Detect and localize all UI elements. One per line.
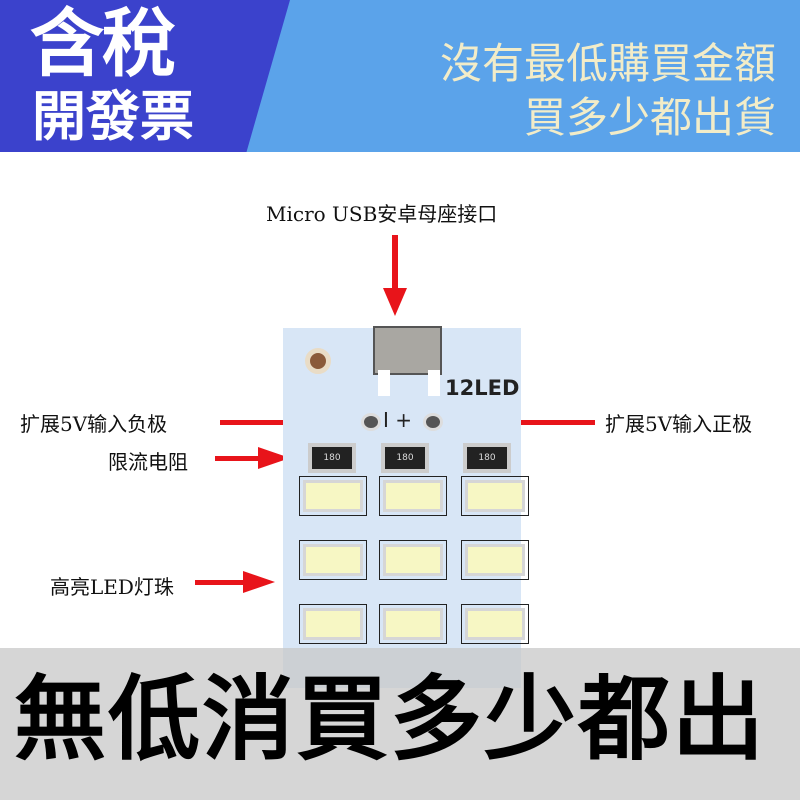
resistor: 180 [381,443,429,473]
watermark-band [0,648,800,800]
watermark-text: 無低消買多少都出 [14,666,767,773]
arrow-usb [392,235,398,290]
micro-usb-connector [373,326,442,375]
banner-dark-panel [0,0,290,152]
arrow-usb-head [383,288,407,316]
arrow-positive [480,420,595,425]
resistor: 180 [308,443,356,473]
arrow-resistor-head [258,447,290,469]
label-resistor: 限流电阻 [108,450,188,474]
promo-banner: 含稅 開發票 沒有最低購買金額 買多少都出貨 [0,0,800,152]
board-marking: 12LED [445,376,520,400]
mounting-hole [305,348,331,374]
banner-ship-text: 買多少都出貨 [523,93,776,142]
led [461,476,529,516]
led [299,604,367,644]
led [299,476,367,516]
led-board: 12LED I + 180 180 180 [283,326,529,688]
banner-invoice-title: 開發票 [32,85,194,148]
arrow-resistor [215,456,260,461]
banner-tax-title: 含稅 [30,1,176,87]
led [379,540,447,580]
resistor: 180 [463,443,511,473]
led [461,604,529,644]
arrow-led [195,580,245,585]
label-negative: 扩展5V输入负极 [20,412,168,436]
polarity-marking: I + [383,408,413,432]
negative-pad [361,413,381,431]
label-usb: Micro USB安卓母座接口 [266,202,498,226]
led [299,540,367,580]
led [379,476,447,516]
solder-pad [378,370,390,396]
arrow-led-head [243,571,275,593]
banner-min-order-text: 沒有最低購買金額 [439,39,776,88]
positive-pad [423,413,443,431]
label-positive: 扩展5V输入正极 [605,412,753,436]
solder-pad [428,370,440,396]
led [461,540,529,580]
arrow-negative [220,420,320,425]
led [379,604,447,644]
label-led: 高亮LED灯珠 [50,575,174,599]
